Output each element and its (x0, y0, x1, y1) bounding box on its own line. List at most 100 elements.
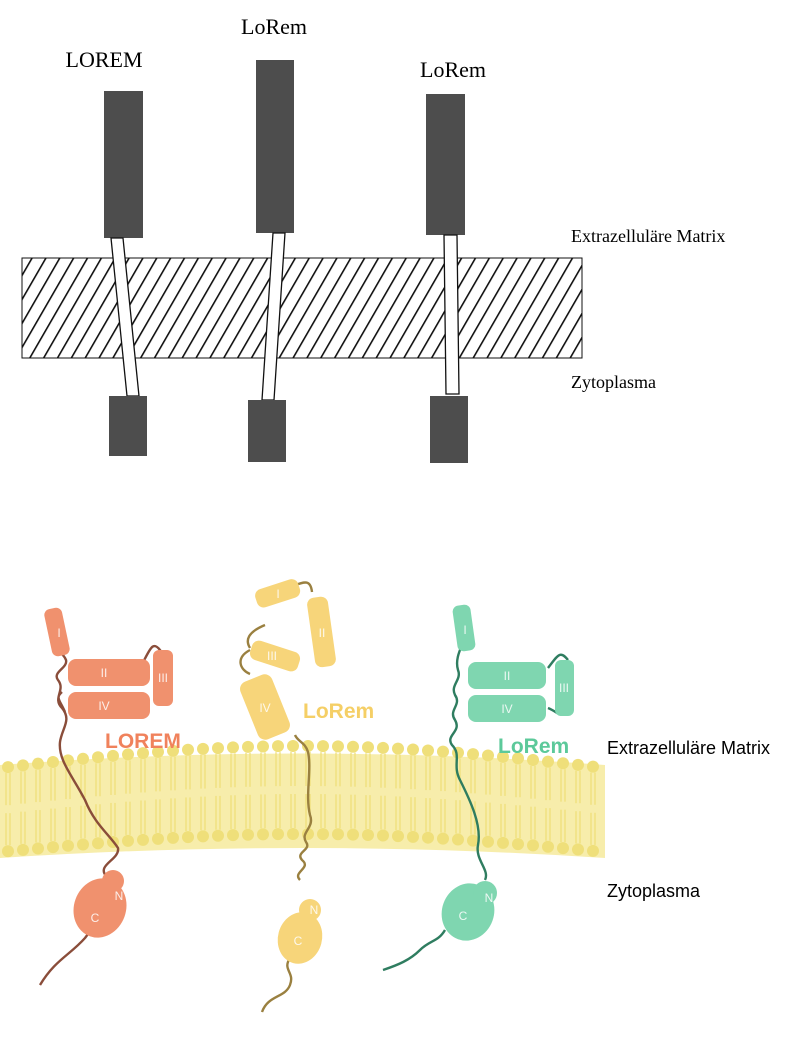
extracellular-block (256, 60, 294, 233)
transmembrane-segment (443, 234, 460, 395)
extracellular-label: Extrazelluläre Matrix (607, 738, 770, 758)
lipid-head (227, 829, 239, 842)
lipid-head (572, 843, 584, 856)
lipid-head (212, 742, 224, 755)
lipid-head (392, 830, 404, 843)
protein-label: LOREM (105, 730, 181, 753)
receptor-label: LoRem (241, 14, 307, 39)
lipid-head (557, 842, 569, 855)
cytoplasmic-domain-knob (473, 881, 497, 905)
domain-II (68, 659, 150, 686)
extracellular-label: Extrazelluläre Matrix (571, 226, 725, 246)
protein-2: I II III IV N C LoRem (239, 579, 374, 1013)
lipid-head (362, 741, 374, 754)
lipid-head (527, 839, 539, 852)
membrane-hatched (21, 257, 583, 359)
lipid-head (482, 749, 494, 762)
receptor-3: LoRem (420, 57, 486, 463)
cytoplasmic-domain-knob (299, 899, 321, 921)
lipid-head (467, 748, 479, 761)
c-terminus-label: C (294, 934, 303, 948)
bilayer-band (0, 753, 605, 858)
lipid-head (317, 828, 329, 841)
lipid-head (437, 832, 449, 845)
lipid-head (272, 828, 284, 841)
domain-I (44, 607, 70, 657)
lipid-head (287, 740, 299, 753)
lipid-head (77, 838, 89, 851)
lipid-head (167, 744, 179, 757)
domain-I (452, 604, 476, 652)
lipid-head (422, 744, 434, 757)
lipid-head (2, 845, 14, 858)
lipid-head (527, 753, 539, 766)
protein-3: I II III IV N C LoRem (382, 604, 574, 972)
domain-label: III (158, 671, 168, 685)
cytoplasmic-domain-knob (102, 870, 124, 892)
domain-label: III (559, 681, 569, 695)
lipid-head (587, 844, 599, 857)
n-terminus-label: N (310, 903, 319, 917)
extracellular-block (104, 91, 143, 238)
lipid-head (587, 760, 599, 773)
extracellular-block (426, 94, 465, 235)
lipid-head (512, 838, 524, 851)
lipid-head (437, 745, 449, 758)
domain-label: IV (98, 699, 109, 713)
lipid-head (197, 830, 209, 843)
lipid-head (242, 828, 254, 841)
domain-label: III (267, 649, 277, 663)
cytoplasmic-domain (73, 878, 127, 938)
domain-II (307, 596, 336, 668)
top-diagram: LOREM LoRem LoRem Extrazelluläre Matrix … (21, 14, 725, 463)
protein-chain (239, 581, 314, 1013)
lipid-head (302, 740, 314, 753)
domain-III (249, 640, 301, 672)
lipid-heads-upper (2, 740, 599, 806)
domain-IV (240, 674, 290, 740)
lipid-head (32, 757, 44, 770)
lipid-head (92, 751, 104, 764)
lipid-head (347, 828, 359, 841)
receptor-label: LOREM (66, 47, 143, 72)
cytoplasm-label: Zytoplasma (607, 881, 701, 901)
bottom-diagram: I II III IV N C LOREM I II III IV N C Lo… (0, 579, 770, 1013)
c-terminus-label: C (459, 909, 468, 923)
lipid-bilayer (0, 740, 605, 858)
lipid-head (92, 837, 104, 850)
domain-label: IV (259, 701, 270, 715)
domain-label: II (504, 669, 511, 683)
lipid-head (2, 761, 14, 774)
domain-label: I (276, 587, 279, 601)
lipid-head (332, 740, 344, 753)
protein-label: LoRem (498, 735, 569, 758)
receptor-2: LoRem (241, 14, 307, 462)
n-terminus-label: N (485, 891, 494, 905)
lipid-head (362, 829, 374, 842)
receptor-1: LOREM (66, 47, 147, 456)
lipid-head (452, 833, 464, 846)
lipid-head (77, 752, 89, 765)
lipid-head (107, 749, 119, 762)
lipid-head (122, 834, 134, 847)
lipid-head (317, 740, 329, 753)
lipid-head (167, 831, 179, 844)
lipid-head (407, 830, 419, 843)
domain-III (153, 650, 173, 706)
domain-label: IV (501, 702, 512, 716)
lipid-head (392, 742, 404, 755)
domain-III (555, 660, 574, 716)
receptor-label: LoRem (420, 57, 486, 82)
protein-1: I II III IV N C LOREM (38, 607, 181, 986)
lipid-head (17, 843, 29, 856)
domain-IV (68, 692, 150, 719)
domain-label: I (57, 626, 60, 640)
lipid-head (482, 835, 494, 848)
lipid-head (212, 829, 224, 842)
lipid-head (257, 828, 269, 841)
cytoplasmic-block (248, 400, 286, 462)
lipid-head (377, 829, 389, 842)
lipid-head (62, 839, 74, 852)
domain-II (468, 662, 546, 689)
